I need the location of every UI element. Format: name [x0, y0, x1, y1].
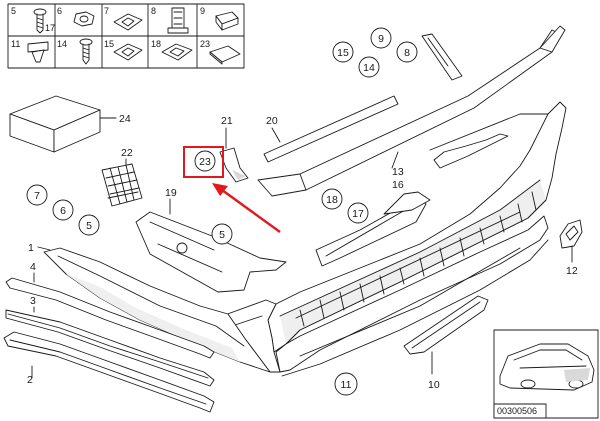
legend-cell-23[interactable]: 23	[200, 39, 241, 65]
clip-icon	[113, 13, 143, 31]
callout-3: 3	[30, 295, 36, 307]
callout-1: 1	[28, 242, 34, 254]
legend-cell-14[interactable]: 14	[57, 38, 93, 65]
cage-nut-icon	[161, 43, 193, 61]
car-thumbnail: 00300506	[493, 329, 599, 419]
part-13-carrier[interactable]: 13 16	[257, 25, 566, 197]
part-22-grille[interactable]: 22	[101, 147, 143, 207]
callout-11: 11	[341, 379, 352, 391]
part-24-box[interactable]: 24	[9, 95, 131, 153]
callout-10: 10	[428, 379, 440, 391]
highlight-23[interactable]: 23	[183, 146, 224, 178]
callout-5a: 5	[86, 220, 92, 232]
legend-cell-5[interactable]: 5 17	[11, 6, 55, 34]
legend-label-5: 5	[11, 6, 16, 16]
legend-cell-18[interactable]: 18	[151, 39, 193, 61]
legend-label-15: 15	[104, 39, 114, 49]
callout-2: 2	[27, 374, 33, 386]
part-2-lower-trim[interactable]: 2	[3, 331, 215, 413]
part-12-clip[interactable]: 12	[559, 219, 583, 277]
legend-label-23: 23	[200, 39, 210, 49]
part-20-strip[interactable]: 20	[263, 95, 399, 163]
part-3-strip[interactable]: 3	[5, 295, 215, 387]
callout-9: 9	[378, 33, 384, 45]
callout-8: 8	[404, 47, 410, 59]
callout-4: 4	[30, 261, 36, 273]
speed-nut-icon	[113, 43, 143, 61]
bracket-clip-icon	[167, 7, 189, 34]
callout-16: 16	[392, 179, 404, 191]
callout-cluster-mid: 18 17	[321, 188, 369, 224]
legend-cell-8[interactable]: 8	[151, 6, 189, 34]
bumper-ribs	[295, 191, 537, 327]
callout-7: 7	[34, 190, 40, 202]
legend-label-18: 18	[151, 39, 161, 49]
legend-label-17: 17	[45, 23, 55, 33]
screw-icon	[33, 8, 47, 34]
nut-icon	[73, 11, 95, 27]
callout-19: 19	[165, 187, 177, 199]
legend-label-14: 14	[57, 39, 67, 49]
callout-18: 18	[326, 194, 338, 206]
expansion-clip-icon	[27, 41, 49, 63]
callout-23: 23	[199, 156, 211, 168]
part-21-bracket[interactable]: 21	[219, 115, 249, 183]
legend-cell-11[interactable]: 11	[11, 39, 49, 63]
part-4-strip[interactable]: 4	[5, 261, 215, 359]
part-10-strip[interactable]: 10	[403, 295, 489, 391]
part-19-bracket[interactable]: 19 5	[135, 187, 287, 293]
pad-icon	[209, 45, 241, 65]
legend-label-11: 11	[11, 39, 20, 49]
callout-15: 15	[337, 47, 349, 59]
callout-6: 6	[60, 205, 66, 217]
callout-cluster-left: 7 6 5	[26, 184, 100, 236]
legend-grid: 5 17 6 7 8	[7, 3, 245, 69]
legend-cell-6[interactable]: 6	[57, 6, 95, 27]
callout-20: 20	[266, 115, 278, 127]
callout-14: 14	[363, 62, 375, 74]
legend-label-6: 6	[57, 6, 62, 16]
legend-label-8: 8	[151, 6, 156, 16]
callout-21: 21	[221, 115, 233, 127]
part-18-bracket[interactable]	[315, 191, 431, 267]
car-icon	[499, 343, 595, 391]
diagram-code: 00300506	[497, 406, 537, 416]
bumper-shell[interactable]	[221, 101, 567, 377]
callout-22: 22	[121, 147, 133, 159]
callout-5b: 5	[219, 229, 225, 241]
legend-cell-9[interactable]: 9	[200, 6, 239, 31]
callout-17: 17	[352, 208, 364, 220]
callout-24: 24	[119, 113, 131, 125]
part-1-trim[interactable]: 1	[28, 242, 271, 373]
plug-icon	[215, 11, 239, 31]
self-tapping-screw-icon	[79, 38, 93, 65]
legend-cell-7[interactable]: 7	[104, 6, 143, 31]
callout-12: 12	[566, 265, 578, 277]
legend-label-7: 7	[104, 6, 109, 16]
red-arrow	[212, 183, 281, 233]
legend-label-9: 9	[200, 6, 205, 16]
callout-11-group: 11	[334, 372, 358, 396]
callout-13: 13	[392, 166, 404, 178]
legend-cell-15[interactable]: 15	[104, 39, 143, 61]
callout-cluster-top: 15 9 8 14	[332, 27, 418, 78]
